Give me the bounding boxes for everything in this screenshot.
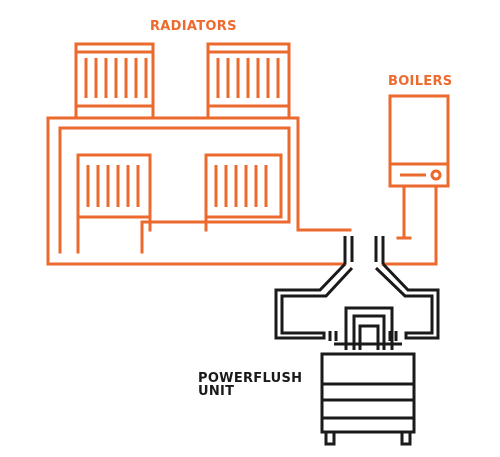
unit-left-hose xyxy=(274,262,354,340)
radiator-bottom-right-frame xyxy=(204,153,283,219)
unit-inlet-stubs xyxy=(343,236,385,264)
boilers-label: BOILERS xyxy=(388,74,452,89)
unit-pump-head xyxy=(344,306,394,350)
boiler-dial-icon xyxy=(430,169,442,181)
unit-tank-bands xyxy=(322,382,414,420)
radiator-bottom-right-fins xyxy=(214,165,268,207)
inner-pipe xyxy=(58,126,291,254)
boiler xyxy=(388,94,450,188)
radiator-top-right-frame xyxy=(206,42,291,108)
powerflush-label-line2: UNIT xyxy=(198,384,234,399)
radiator-bottom-right xyxy=(204,153,283,219)
powerflush-label-line1: POWERFLUSH xyxy=(198,371,302,386)
powerflush-label: POWERFLUSH UNIT xyxy=(198,371,302,399)
radiator-bottom-left xyxy=(76,153,152,219)
radiator-top-left-fins xyxy=(84,58,148,98)
radiator-top-left-frame xyxy=(74,42,155,108)
radiator-top-right-fins xyxy=(216,58,280,98)
radiator-top-right xyxy=(206,42,291,108)
unit-right-hose xyxy=(374,262,440,340)
unit-feet xyxy=(324,432,412,446)
unit-connectors xyxy=(328,331,398,341)
powerflush-unit xyxy=(274,236,440,446)
radiator-top-left xyxy=(74,42,155,108)
boiler-pipe xyxy=(396,186,412,240)
boilers-label-text: BOILERS xyxy=(388,74,452,89)
main-pipe-loop xyxy=(46,116,438,266)
pipe-network xyxy=(46,106,438,266)
boiler-body xyxy=(388,94,450,188)
radiator-risers xyxy=(74,106,291,254)
radiator-bottom-left-frame xyxy=(76,153,152,219)
radiator-bottom-left-fins xyxy=(86,165,140,207)
radiators-label: RADIATORS xyxy=(150,19,237,34)
unit-tank-body xyxy=(320,352,416,434)
radiators-label-text: RADIATORS xyxy=(150,19,237,34)
